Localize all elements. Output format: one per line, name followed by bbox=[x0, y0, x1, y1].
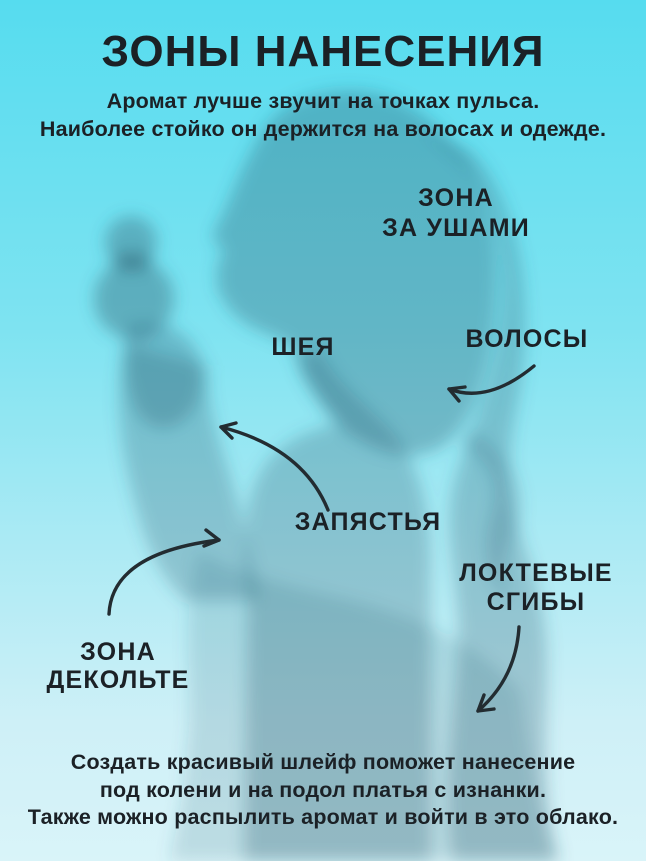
perfume-bottle-pump bbox=[105, 216, 157, 268]
arrow-to-decollete-icon bbox=[107, 528, 221, 616]
footer-text: Создать красивый шлейф поможет нанесение… bbox=[0, 749, 646, 832]
zone-label-decollete-line-2: ДЕКОЛЬТЕ bbox=[46, 666, 190, 694]
zone-label-behind-ears-line-1: ЗОНА bbox=[418, 184, 494, 212]
subtitle-line-2: Наиболее стойко он держится на волосах и… bbox=[39, 116, 607, 141]
page-title: ЗОНЫ НАНЕСЕНИЯ bbox=[101, 27, 545, 76]
zone-label-wrists: ЗАПЯСТЬЯ bbox=[294, 508, 442, 536]
footer-line-3: Также можно распылить аромат и войти в э… bbox=[27, 805, 619, 829]
arrow-to-hair-icon bbox=[447, 364, 536, 403]
subtitle: Аромат лучше звучит на точках пульса. На… bbox=[0, 88, 646, 143]
zone-label-elbow-creases-line-1: ЛОКТЕВЫЕ bbox=[459, 559, 613, 587]
silhouette-head-face bbox=[213, 90, 498, 456]
zone-label-elbow-creases: ЛОКТЕВЫЕ СГИБЫ bbox=[459, 559, 613, 617]
silhouette-hair-back bbox=[380, 118, 558, 861]
footer-line-1: Создать красивый шлейф поможет нанесение bbox=[70, 750, 576, 774]
arrow-to-elbow-icon bbox=[476, 625, 521, 713]
subtitle-line-1: Аромат лучше звучит на точках пульса. bbox=[106, 89, 540, 113]
zone-label-decollete: ЗОНА ДЕКОЛЬТЕ bbox=[46, 638, 189, 694]
silhouette-lower-body bbox=[170, 552, 560, 861]
zone-label-behind-ears-line-2: ЗА УШАМИ bbox=[382, 214, 530, 242]
perfume-bottle-body bbox=[94, 259, 174, 339]
arrow-to-wrists-icon bbox=[219, 421, 330, 512]
zone-label-behind-ears: ЗОНА ЗА УШАМИ bbox=[382, 183, 530, 243]
zone-label-elbow-creases-line-2: СГИБЫ bbox=[486, 588, 586, 616]
zone-label-neck: ШЕЯ bbox=[271, 333, 335, 361]
silhouette-hair-strand bbox=[462, 430, 521, 602]
silhouette-hand bbox=[124, 323, 203, 428]
zone-label-hair: ВОЛОСЫ bbox=[465, 325, 589, 353]
zone-label-decollete-line-1: ЗОНА bbox=[80, 638, 156, 666]
footer-line-2: под колени и на подол платья с изнанки. bbox=[99, 777, 547, 802]
